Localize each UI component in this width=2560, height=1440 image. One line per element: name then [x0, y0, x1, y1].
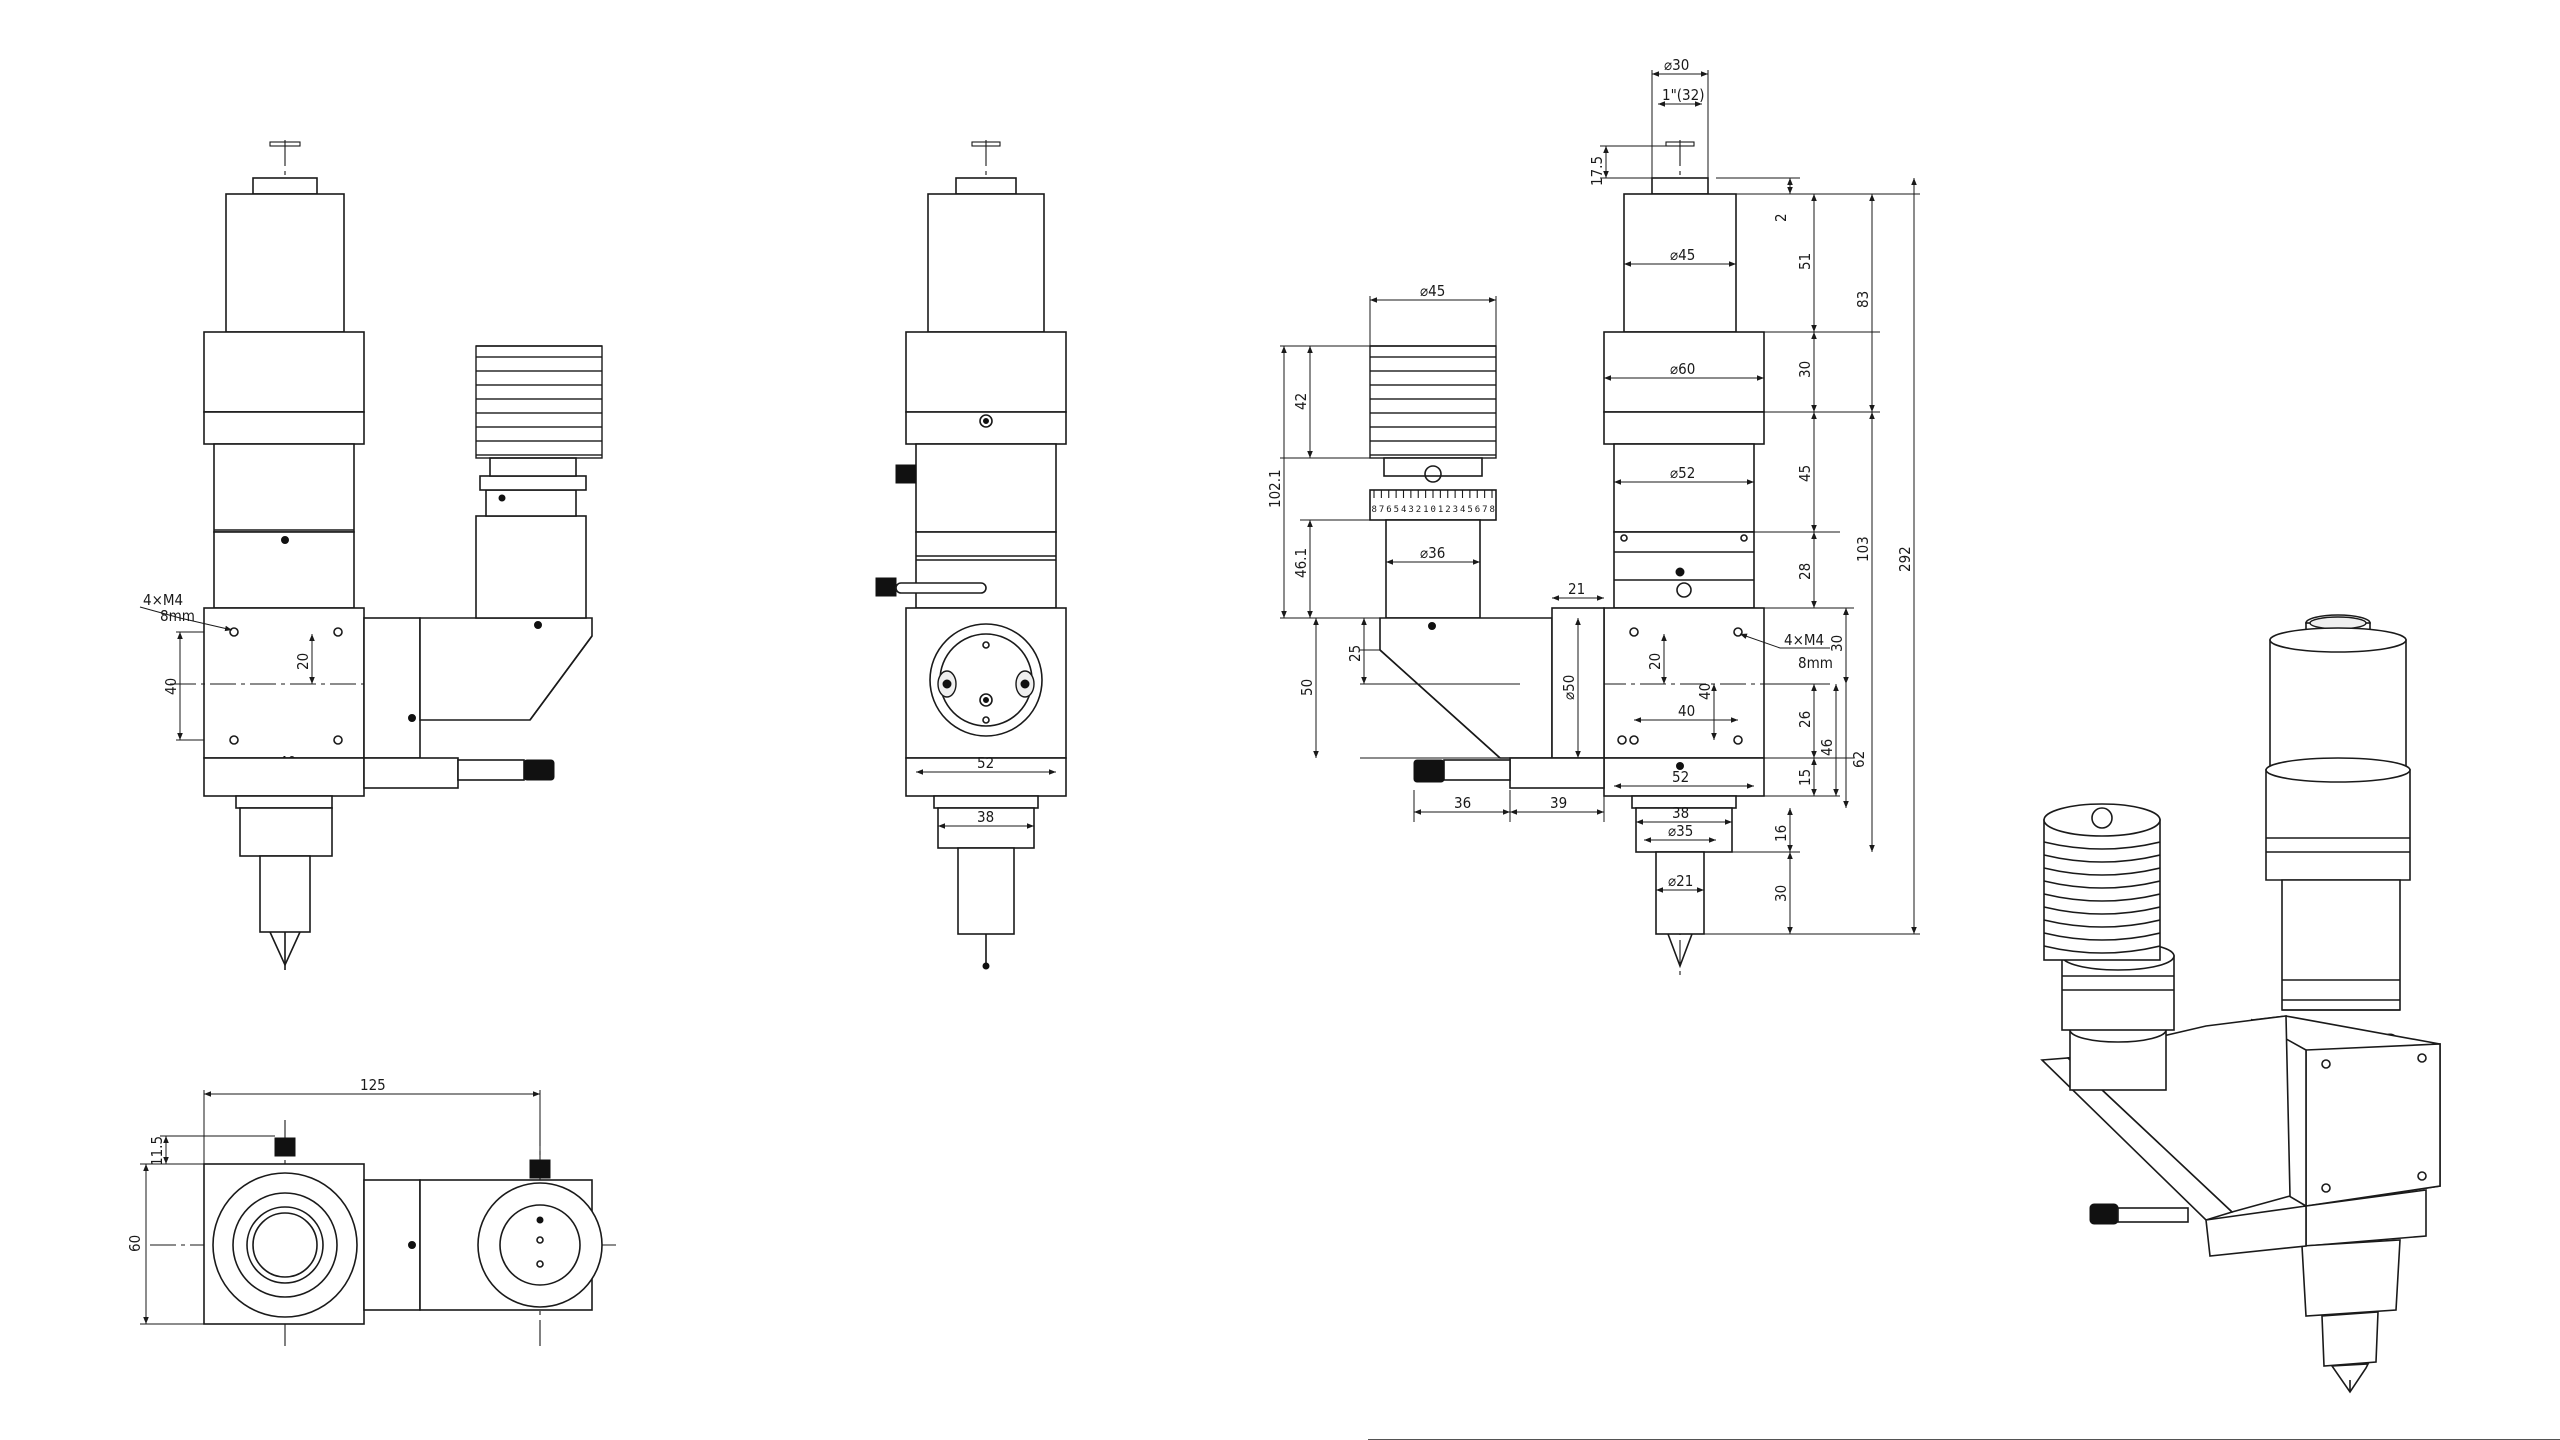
svg-text:⌀50: ⌀50 [1560, 675, 1578, 700]
scale-tick-label: 2 [1445, 505, 1450, 515]
scale-tick-label: 3 [1408, 505, 1413, 515]
svg-text:⌀30: ⌀30 [1664, 56, 1689, 74]
scale-tick-label: 8 [1372, 505, 1377, 515]
scale-tick-label: 8 [1490, 505, 1495, 515]
svg-text:25: 25 [1346, 645, 1364, 662]
svg-text:60: 60 [126, 1235, 144, 1252]
svg-text:28: 28 [1796, 563, 1814, 580]
svg-text:⌀36: ⌀36 [1420, 544, 1445, 562]
svg-text:45: 45 [1796, 465, 1814, 482]
scale-tick-label: 1 [1438, 505, 1443, 515]
svg-text:52: 52 [977, 754, 994, 772]
svg-text:8mm: 8mm [1798, 654, 1833, 672]
scale-tick-label: 6 [1475, 505, 1480, 515]
svg-text:1"(32): 1"(32) [1662, 86, 1705, 104]
fin-line [2043, 841, 2161, 850]
fin-line [2043, 854, 2161, 863]
isometric-view [2040, 614, 2441, 1394]
scale-tick-label: 0 [1431, 505, 1436, 515]
svg-text:40: 40 [1696, 683, 1714, 700]
fin-line [2043, 893, 2161, 902]
svg-text:42: 42 [1292, 393, 1310, 410]
fin-line [2043, 906, 2161, 915]
svg-text:15: 15 [1796, 769, 1814, 786]
top-view: 125 11.5 60 [126, 1076, 616, 1350]
svg-text:⌀21: ⌀21 [1668, 872, 1693, 890]
svg-text:4×M4: 4×M4 [1784, 631, 1824, 649]
svg-text:40: 40 [162, 678, 180, 695]
svg-text:46.1: 46.1 [1292, 548, 1310, 578]
svg-text:30: 30 [1828, 635, 1846, 652]
fin-line [2043, 919, 2161, 928]
scale-tick-label: 5 [1394, 505, 1399, 515]
svg-text:62: 62 [1850, 751, 1868, 768]
scale-ring-side [916, 555, 1056, 561]
fin-line [2043, 932, 2161, 941]
fin-line [2043, 945, 2161, 954]
scale-tick-label: 7 [1379, 505, 1384, 515]
fin-line [2043, 867, 2161, 876]
scale-tick-label: 4 [1460, 505, 1465, 515]
svg-text:46: 46 [1818, 739, 1836, 756]
svg-text:16: 16 [1772, 825, 1790, 842]
svg-text:⌀45: ⌀45 [1670, 246, 1695, 264]
iso-fins [2043, 841, 2161, 954]
svg-text:52: 52 [1672, 768, 1689, 786]
svg-text:125: 125 [360, 1076, 386, 1094]
right-view: ⌀30 1"(32) 17.5 ⌀45 ⌀60 ⌀52 2 51 30 83 4… [1266, 56, 1920, 975]
svg-text:51: 51 [1796, 253, 1814, 270]
scale-tick-label: 1 [1423, 505, 1428, 515]
svg-text:26: 26 [1796, 711, 1814, 728]
svg-text:11.5: 11.5 [148, 1136, 166, 1166]
scale-tick-label: 6 [1386, 505, 1391, 515]
svg-text:50: 50 [1298, 679, 1316, 696]
svg-text:21: 21 [1568, 580, 1585, 598]
svg-text:2: 2 [1772, 213, 1790, 222]
svg-text:30: 30 [1772, 885, 1790, 902]
callout-depth: 8mm [160, 607, 195, 625]
callout-holes: 4×M4 [143, 591, 183, 609]
fin-line [2043, 880, 2161, 889]
svg-text:83: 83 [1854, 291, 1872, 308]
svg-text:⌀60: ⌀60 [1670, 360, 1695, 378]
svg-text:292: 292 [1896, 546, 1914, 572]
scale-tick-label: 7 [1482, 505, 1487, 515]
scale-tick-label: 3 [1453, 505, 1458, 515]
scale-tick-label: 5 [1467, 505, 1472, 515]
svg-text:⌀35: ⌀35 [1668, 822, 1693, 840]
front-view: 4×M4 8mm 20 40 40 [139, 140, 603, 970]
svg-text:20: 20 [294, 653, 312, 670]
svg-text:30: 30 [1796, 361, 1814, 378]
svg-text:38: 38 [1672, 804, 1689, 822]
svg-text:40: 40 [1678, 702, 1695, 720]
svg-text:⌀45: ⌀45 [1420, 282, 1445, 300]
svg-text:36: 36 [1454, 794, 1471, 812]
svg-text:38: 38 [977, 808, 994, 826]
svg-text:20: 20 [1646, 653, 1664, 670]
svg-text:102.1: 102.1 [1266, 469, 1284, 508]
svg-text:⌀52: ⌀52 [1670, 464, 1695, 482]
svg-text:39: 39 [1550, 794, 1567, 812]
svg-text:17.5: 17.5 [1588, 156, 1606, 186]
svg-text:103: 103 [1854, 536, 1872, 562]
side-view: 52 38 [875, 140, 1067, 970]
scale-tick-label: 2 [1416, 505, 1421, 515]
scale-tick-label: 4 [1401, 505, 1406, 515]
